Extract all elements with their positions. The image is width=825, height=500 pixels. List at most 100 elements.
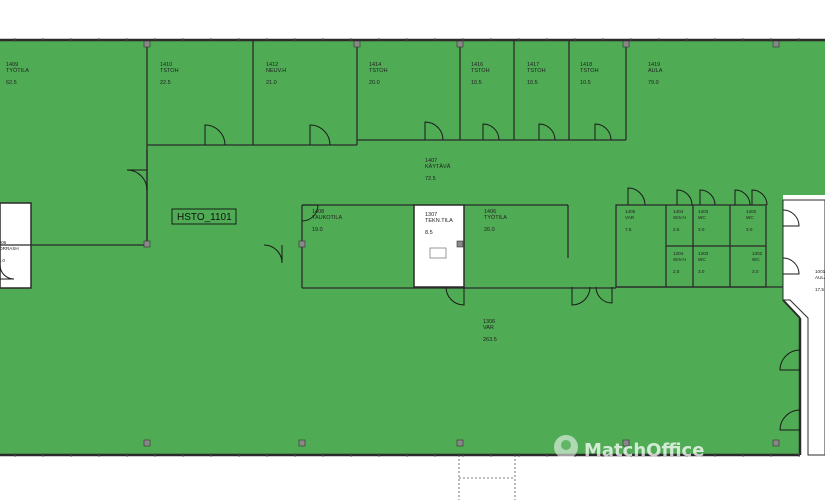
- column: [622, 439, 630, 447]
- room-area: 7.5: [625, 227, 632, 232]
- room-num: 1006: [0, 240, 7, 245]
- room-num: 1402: [746, 209, 757, 214]
- room-area: 22.5: [160, 80, 171, 86]
- room-area: 17.5: [815, 287, 824, 292]
- column: [143, 439, 151, 447]
- exterior-walls: [0, 38, 825, 457]
- room-area: 8.5: [425, 230, 433, 236]
- room-area: 14.0: [0, 258, 5, 263]
- room-num: 1408: [312, 209, 324, 215]
- plan-tag-text: HSTO_1101: [177, 212, 232, 223]
- room-num: 1409: [6, 62, 18, 68]
- room-area: 72.5: [425, 176, 436, 182]
- room-name: KÄYTÄVÄ: [425, 163, 451, 170]
- room-num: 1418: [580, 62, 592, 68]
- room-area: 26.0: [484, 227, 495, 233]
- room-num: 1404: [673, 209, 684, 214]
- column: [622, 40, 630, 48]
- room-area: 19.0: [312, 227, 323, 233]
- room-area: 20.0: [369, 80, 380, 86]
- room-area: 10.5: [471, 80, 482, 86]
- room-area: 3.0: [746, 227, 753, 232]
- room-name: VAR: [625, 215, 635, 220]
- column: [456, 240, 464, 248]
- room-name: TAUKOTILA: [312, 215, 342, 221]
- room-num: 1306: [483, 319, 495, 325]
- room-num: 1303: [698, 251, 709, 256]
- interior-walls: [0, 40, 783, 289]
- room-area: 3.0: [698, 269, 705, 274]
- room-num: 1412: [266, 62, 278, 68]
- column: [456, 439, 464, 447]
- room-num: 1403: [698, 209, 709, 214]
- columns: [143, 40, 780, 447]
- room-num: 1414: [369, 62, 381, 68]
- room-num: 1417: [527, 62, 539, 68]
- room-name: TYÖTILA: [484, 214, 507, 221]
- room-name: TSTOH: [471, 68, 490, 74]
- room-name: TSTOH: [369, 68, 388, 74]
- watermark-text: MatchOffice: [584, 440, 704, 461]
- column: [772, 40, 780, 48]
- room-area: 263.5: [483, 337, 497, 343]
- room-area: 10.5: [580, 80, 591, 86]
- room-name: TSTOH: [160, 68, 179, 74]
- room-label-1001: 1001AULA17.5: [815, 269, 825, 292]
- room-num: 1302: [752, 251, 763, 256]
- room-area: 3.0: [698, 227, 705, 232]
- floor-area: [0, 40, 825, 455]
- room-name: VAR: [483, 325, 494, 331]
- room-area: 2.5: [673, 227, 680, 232]
- room-name: SIIV.H: [673, 215, 686, 220]
- room-area: 3.0: [752, 269, 759, 274]
- entry-steps: [458, 455, 516, 500]
- column: [143, 40, 151, 48]
- room-name: WC: [752, 257, 760, 262]
- room-num: 1407: [425, 158, 437, 164]
- column: [298, 439, 306, 447]
- tech-room: [413, 204, 465, 288]
- column: [143, 240, 151, 248]
- room-area: 79.0: [648, 80, 659, 86]
- room-name: WC: [746, 215, 754, 220]
- room-area: 62.5: [6, 80, 17, 86]
- room-name: AULA: [648, 68, 663, 74]
- wall-ticks: [14, 38, 800, 457]
- watermark: MatchOffice: [554, 435, 704, 461]
- room-num: 1416: [471, 62, 483, 68]
- room-name: TEKN.TILA: [425, 218, 453, 224]
- room-num: 1307: [425, 212, 437, 218]
- column: [353, 40, 361, 48]
- room-num: 1406: [484, 209, 496, 215]
- room-name: NEUV.H: [266, 68, 286, 74]
- room-name: PORRASH: [0, 246, 19, 251]
- room-num: 1419: [648, 62, 660, 68]
- column: [456, 40, 464, 48]
- room-num: 1001: [815, 269, 825, 274]
- room-label-1006: 1006PORRASH 14.0: [0, 240, 19, 263]
- room-name: WC: [698, 257, 706, 262]
- room-area: 21.0: [266, 80, 277, 86]
- door-swings: [0, 121, 801, 431]
- room-num: 1304: [673, 251, 684, 256]
- plan-tag: HSTO_1101: [171, 208, 237, 225]
